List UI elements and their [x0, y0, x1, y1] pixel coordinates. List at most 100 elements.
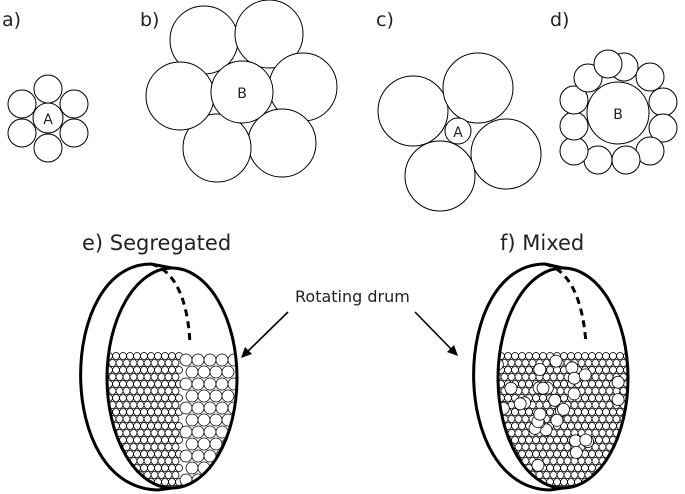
small-particle	[129, 387, 138, 395]
small-particle	[491, 423, 498, 430]
small-particle	[598, 387, 607, 395]
small-particle	[133, 366, 141, 374]
small-particle	[588, 394, 596, 402]
small-particle	[514, 415, 523, 423]
small-particle	[140, 366, 148, 374]
small-particle	[598, 373, 607, 381]
neighbor-circle	[33, 74, 63, 104]
small-particle	[154, 464, 162, 472]
large-particle	[548, 393, 562, 407]
small-particle	[498, 478, 505, 486]
small-particle	[85, 353, 92, 360]
large-particle	[203, 377, 217, 391]
small-particle	[88, 472, 95, 479]
small-particle	[136, 457, 145, 465]
small-particle	[484, 409, 491, 416]
small-particle	[535, 401, 544, 409]
small-particle	[605, 485, 614, 488]
small-particle	[577, 401, 586, 409]
small-particle	[161, 478, 169, 486]
large-particle	[536, 381, 550, 395]
neighbor-circle	[559, 136, 589, 166]
small-particle	[71, 409, 78, 416]
small-particle	[171, 401, 180, 409]
small-particle	[577, 415, 586, 423]
small-particle	[463, 451, 470, 458]
large-particle	[476, 471, 488, 483]
small-particle	[556, 387, 565, 395]
small-particle	[480, 486, 487, 493]
small-particle	[168, 366, 176, 374]
small-particle	[112, 366, 120, 374]
small-particle	[588, 422, 596, 430]
neighbor-circle	[234, 0, 304, 69]
small-particle	[71, 465, 78, 472]
small-particle	[577, 471, 586, 479]
small-particle	[126, 366, 134, 374]
small-particle	[528, 373, 537, 381]
large-particle	[557, 402, 570, 416]
small-particle	[598, 401, 607, 409]
small-particle	[616, 478, 624, 486]
small-particle	[157, 443, 166, 451]
small-particle	[584, 401, 593, 409]
small-particle	[514, 429, 523, 437]
small-particle	[504, 450, 512, 458]
small-particle	[175, 366, 183, 374]
small-particle	[514, 443, 523, 451]
small-particle	[112, 450, 120, 458]
small-particle	[605, 401, 614, 409]
cluster-b	[145, 0, 338, 183]
small-particle	[92, 423, 99, 430]
small-particle	[119, 394, 127, 402]
small-particle	[71, 451, 78, 458]
small-particle	[507, 429, 516, 437]
drum-f-back-rim	[472, 262, 551, 492]
neighbor-circle	[442, 52, 514, 124]
small-particle	[108, 485, 117, 488]
small-particle	[602, 422, 610, 430]
small-particle	[480, 402, 487, 409]
small-particle	[500, 485, 509, 488]
small-particle	[591, 359, 600, 367]
small-particle	[78, 437, 85, 444]
panel-label-a: a)	[2, 9, 21, 31]
small-particle	[560, 436, 568, 444]
small-particle	[119, 380, 127, 388]
center-circle-c	[444, 117, 472, 145]
small-particle	[171, 387, 180, 395]
small-particle	[150, 471, 159, 479]
small-particle	[81, 444, 88, 451]
small-particle	[99, 353, 106, 360]
small-particle	[107, 436, 113, 444]
small-particle	[78, 423, 85, 430]
large-particle	[227, 473, 237, 487]
small-particle	[115, 485, 124, 488]
small-particle	[556, 457, 565, 465]
small-particle	[612, 457, 621, 465]
small-particle	[143, 443, 152, 451]
small-particle	[85, 395, 92, 402]
small-particle	[119, 366, 127, 374]
small-particle	[574, 352, 582, 360]
small-particle	[473, 472, 480, 479]
small-particle	[595, 352, 603, 360]
large-particle	[197, 365, 211, 379]
small-particle	[140, 436, 148, 444]
small-particle	[498, 429, 502, 437]
neighbor-circle	[59, 89, 89, 119]
drum-segregated	[71, 262, 239, 492]
small-particle	[108, 457, 117, 465]
small-particle	[549, 457, 558, 465]
small-particle	[119, 422, 127, 430]
small-particle	[168, 464, 176, 472]
small-particle	[74, 402, 81, 409]
small-particle	[539, 436, 547, 444]
large-particle	[215, 401, 229, 415]
small-particle	[588, 408, 596, 416]
small-particle	[164, 387, 173, 395]
large-particle	[179, 449, 193, 463]
small-particle	[612, 415, 621, 423]
small-particle	[99, 465, 106, 472]
neighbor-circle	[182, 113, 252, 183]
